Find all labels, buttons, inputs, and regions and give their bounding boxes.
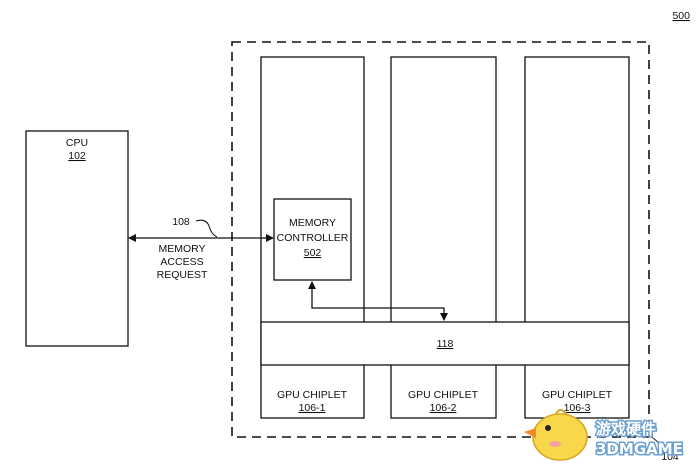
link-label-line-1: MEMORY: [158, 243, 205, 255]
bus-118: 118: [260, 321, 630, 366]
watermark-en: 3DMGAME: [596, 440, 683, 458]
cpu-ref: 102: [68, 150, 86, 162]
memory-controller-title-line-1: MEMORY: [289, 217, 336, 229]
boundary-ref-leader: [649, 435, 665, 453]
cpu-title: CPU: [66, 137, 88, 149]
chick-mascot-icon: [524, 409, 588, 461]
link-label-line-3: REQUEST: [157, 269, 208, 281]
link-ref-leader: [195, 219, 218, 238]
chiplet-1-title: GPU CHIPLET: [277, 389, 348, 401]
watermark: 游戏硬件 3DMGAME: [524, 409, 684, 461]
boundary-ref: 104: [661, 451, 679, 463]
chiplet-2-ref: 106-2: [430, 402, 457, 414]
memory-controller-block: MEMORY CONTROLLER 502: [273, 198, 352, 281]
bus-ref: 118: [437, 338, 454, 350]
figure-number: 500: [672, 10, 690, 22]
memory-controller-ref: 502: [304, 247, 322, 259]
link-label-line-2: ACCESS: [160, 256, 203, 268]
chiplet-1-ref: 106-1: [299, 402, 326, 414]
controller-bus-arrow: [308, 281, 448, 321]
chiplet-3-title: GPU CHIPLET: [542, 389, 613, 401]
chiplet-3-ref: 106-3: [564, 402, 591, 414]
chiplet-2-title: GPU CHIPLET: [408, 389, 479, 401]
memory-controller-title-line-2: CONTROLLER: [277, 232, 349, 244]
link-ref: 108: [172, 216, 190, 228]
watermark-cn: 游戏硬件: [596, 420, 656, 438]
cpu-block: CPU 102: [25, 130, 129, 347]
